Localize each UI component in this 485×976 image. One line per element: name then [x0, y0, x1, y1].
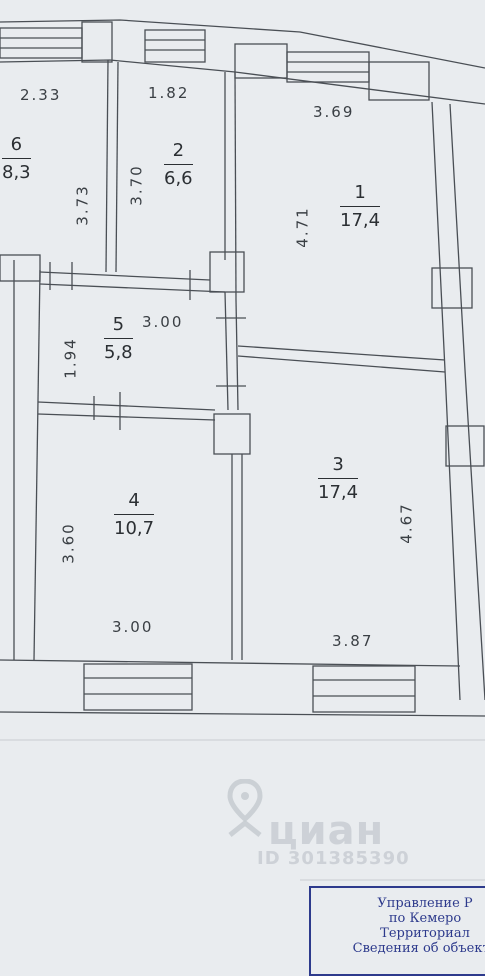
watermark-id: ID 301385390 — [257, 848, 410, 869]
room-area: 6,6 — [164, 167, 193, 189]
room-number: 6 — [2, 134, 31, 159]
wall-room2-room1-b — [234, 71, 237, 301]
exterior-wall-left-inner — [33, 269, 41, 661]
window-bottom-right — [312, 665, 416, 713]
wall-under-room6-2-b — [39, 283, 226, 293]
wall-room1-room3-b — [237, 355, 446, 373]
pillar-center-2 — [213, 413, 251, 455]
room-3-label: 3 17,4 — [318, 454, 359, 503]
dim-room1-height: 4.71 — [293, 206, 312, 248]
exterior-wall-right-outer — [449, 103, 485, 701]
room-area: 8,3 — [2, 161, 31, 183]
dim-room6-width: 2.33 — [20, 86, 62, 104]
exterior-wall-top-inner — [0, 59, 485, 105]
room-number: 5 — [104, 314, 133, 339]
dim-room4-height: 3.60 — [59, 522, 78, 564]
window-top-middle — [144, 29, 206, 63]
dim-room2-width: 1.82 — [148, 84, 190, 102]
watermark-brand: циан — [268, 808, 385, 854]
dim-room3-height: 4.67 — [397, 502, 416, 544]
stamp-line-2: по Кемеро — [388, 911, 462, 926]
registry-stamp: Управление Р по Кемеро Территориал Сведе… — [309, 886, 485, 976]
stamp-line-3: Территориал — [380, 926, 470, 941]
room-area: 5,8 — [104, 341, 133, 363]
wall-room5-right-b — [235, 299, 239, 411]
dim-room2-height: 3.70 — [127, 164, 146, 206]
room-number: 3 — [318, 454, 359, 479]
stamp-line-4: Сведения об объекте — [352, 941, 485, 956]
wall-room6-room2 — [105, 59, 109, 273]
room-4-label: 4 10,7 — [114, 490, 155, 539]
room-6-label: 6 8,3 — [2, 134, 31, 183]
location-pin-icon — [227, 779, 263, 837]
dim-room6-height: 3.73 — [73, 184, 92, 226]
dim-room5-width: 3.00 — [142, 313, 184, 331]
room-area: 17,4 — [318, 481, 359, 503]
exterior-wall-bottom-outer — [0, 711, 485, 717]
wall-room1-room3 — [237, 345, 446, 361]
pillar-top-3 — [368, 61, 430, 101]
room-number: 1 — [340, 182, 381, 207]
exterior-wall-top — [0, 19, 485, 69]
wall-room5-right — [224, 291, 229, 411]
room-2-label: 2 6,6 — [164, 140, 193, 189]
pillar-left — [0, 254, 41, 282]
exterior-wall-right — [431, 101, 461, 701]
window-bottom-left — [83, 663, 193, 711]
room-5-label: 5 5,8 — [104, 314, 133, 363]
exterior-wall-bottom — [0, 659, 461, 667]
room-area: 10,7 — [114, 517, 155, 539]
wall-room5-bottom-b — [37, 413, 216, 421]
pillar-top-2 — [234, 43, 288, 79]
window-top-left — [0, 27, 83, 59]
room-1-label: 1 17,4 — [340, 182, 381, 231]
wall-room5-bottom — [37, 401, 216, 411]
room-number: 4 — [114, 490, 155, 515]
room-area: 17,4 — [340, 209, 381, 231]
wall-under-room6-2 — [39, 271, 211, 281]
stamp-line-1: Управление Р — [377, 896, 473, 911]
dim-room5-height: 1.94 — [61, 337, 80, 379]
pillar-right-2 — [445, 425, 485, 467]
wall-room6-room2-b — [115, 61, 119, 273]
pillar-right-1 — [431, 267, 473, 309]
pillar-top-1 — [81, 21, 113, 63]
dim-room1-width: 3.69 — [313, 103, 355, 121]
pillar-center-1 — [209, 251, 245, 293]
dim-room3-width: 3.87 — [332, 632, 374, 650]
dim-room4-width: 3.00 — [112, 618, 154, 636]
room-number: 2 — [164, 140, 193, 165]
window-top-right — [286, 51, 370, 83]
